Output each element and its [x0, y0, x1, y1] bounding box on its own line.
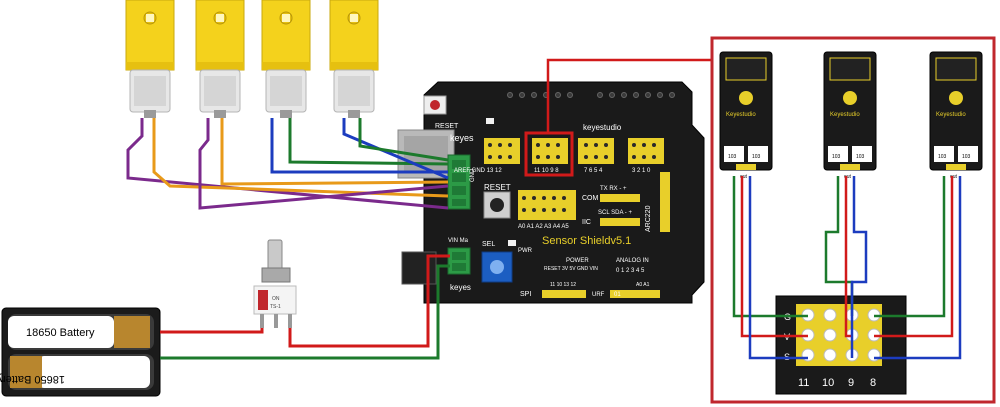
- pot-label: 103: [832, 154, 841, 160]
- analog-pins-label: A0 A1 A2 A3 A4 A5: [518, 224, 569, 230]
- vin-label: VIN Ma: [448, 238, 469, 244]
- pot-label: 103: [728, 154, 737, 160]
- reset-button-label: RESET: [484, 183, 511, 192]
- battery-bottom-label: 18650 Battery: [0, 373, 65, 385]
- zero-one-label: 01: [614, 292, 621, 298]
- battery-top-label: 18650 Battery: [26, 327, 95, 339]
- brand-logo: keyestudio: [583, 123, 622, 132]
- power-label: POWER: [566, 258, 589, 264]
- zoom-pin-11: 11: [798, 377, 809, 389]
- pot-label: 103: [856, 154, 865, 160]
- gear-motors: [125, 0, 379, 118]
- pot-label: 103: [938, 154, 947, 160]
- switch-on-label: ON: [272, 296, 280, 302]
- scl-sda-label: SCL SDA - +: [598, 210, 632, 216]
- sensor-shield-board: RESET keyestudio keyes AREF GND 13 12 11…: [397, 81, 705, 304]
- zoom-connector: [546, 58, 712, 133]
- a0-a1-label: A0 A1: [636, 282, 650, 288]
- zoom-pin-9: 9: [848, 377, 854, 389]
- tx-rx-label: TX RX - +: [600, 186, 627, 192]
- brand-side-bottom: keyes: [450, 283, 471, 292]
- digital-pin-header: [484, 138, 664, 164]
- aref-label: AREF GND 13 12: [454, 168, 502, 174]
- gear-motor: [195, 0, 245, 118]
- digital-row-2: 7 6 5 4: [584, 168, 603, 174]
- zoomed-pin-header: G V S 11 10 9 8: [775, 295, 907, 395]
- out-label: out: [950, 174, 958, 180]
- zoom-pin-8: 8: [870, 377, 876, 389]
- pot-label: 103: [962, 154, 971, 160]
- power-wires: [160, 254, 450, 360]
- sensor-brand: Keyestudio: [830, 112, 860, 118]
- digital-row-3: 3 2 1 0: [632, 168, 651, 174]
- zoom-pin-10: 10: [822, 377, 834, 389]
- spi-label: SPI: [520, 291, 531, 298]
- battery-holder: 18650 Battery 18650 Battery: [0, 307, 161, 397]
- gnd-label: GND: [470, 168, 476, 182]
- pin-row-label: 11 10 13 12: [550, 282, 576, 288]
- pwr-label: PWR: [518, 248, 533, 254]
- out-label: out: [740, 174, 748, 180]
- iic-label: IIC: [582, 219, 591, 226]
- analog-in-pins: 0 1 2 3 4 5: [616, 268, 645, 274]
- pot-label: 103: [752, 154, 761, 160]
- switch-part-label: TS-1: [270, 304, 281, 310]
- arc-label: ARC220: [645, 205, 652, 232]
- sensor-wires: [732, 176, 962, 360]
- motor-wires: [126, 118, 449, 210]
- gear-motor: [261, 0, 311, 118]
- reset-top-label: RESET: [435, 123, 459, 130]
- sel-label: SEL: [482, 241, 495, 248]
- power-pins-label: RESET 3V 5V GND VIN: [544, 266, 598, 272]
- sensor-brand: Keyestudio: [936, 112, 966, 118]
- digital-row-1: 11 10 9 8: [534, 168, 559, 174]
- tracking-sensor: Keyestudio 103 103 out: [929, 51, 983, 180]
- out-label: out: [844, 174, 852, 180]
- tracking-sensor: Keyestudio 103 103 out: [719, 51, 773, 180]
- gear-motor: [125, 0, 175, 118]
- gear-motor: [329, 0, 379, 118]
- toggle-switch: ON TS-1: [253, 239, 297, 328]
- shield-title: Sensor Shieldv5.1: [542, 235, 631, 247]
- brand-side: keyes: [450, 133, 474, 143]
- urf-label: URF: [592, 292, 605, 298]
- line-tracking-sensors: Keyestudio 103 103 out Keyestudio 103 10…: [719, 51, 983, 180]
- sensor-brand: Keyestudio: [726, 112, 756, 118]
- tracking-sensor: Keyestudio 103 103 out: [823, 51, 877, 180]
- com-label: COM: [582, 195, 599, 202]
- analog-in-label: ANALOG IN: [616, 258, 649, 264]
